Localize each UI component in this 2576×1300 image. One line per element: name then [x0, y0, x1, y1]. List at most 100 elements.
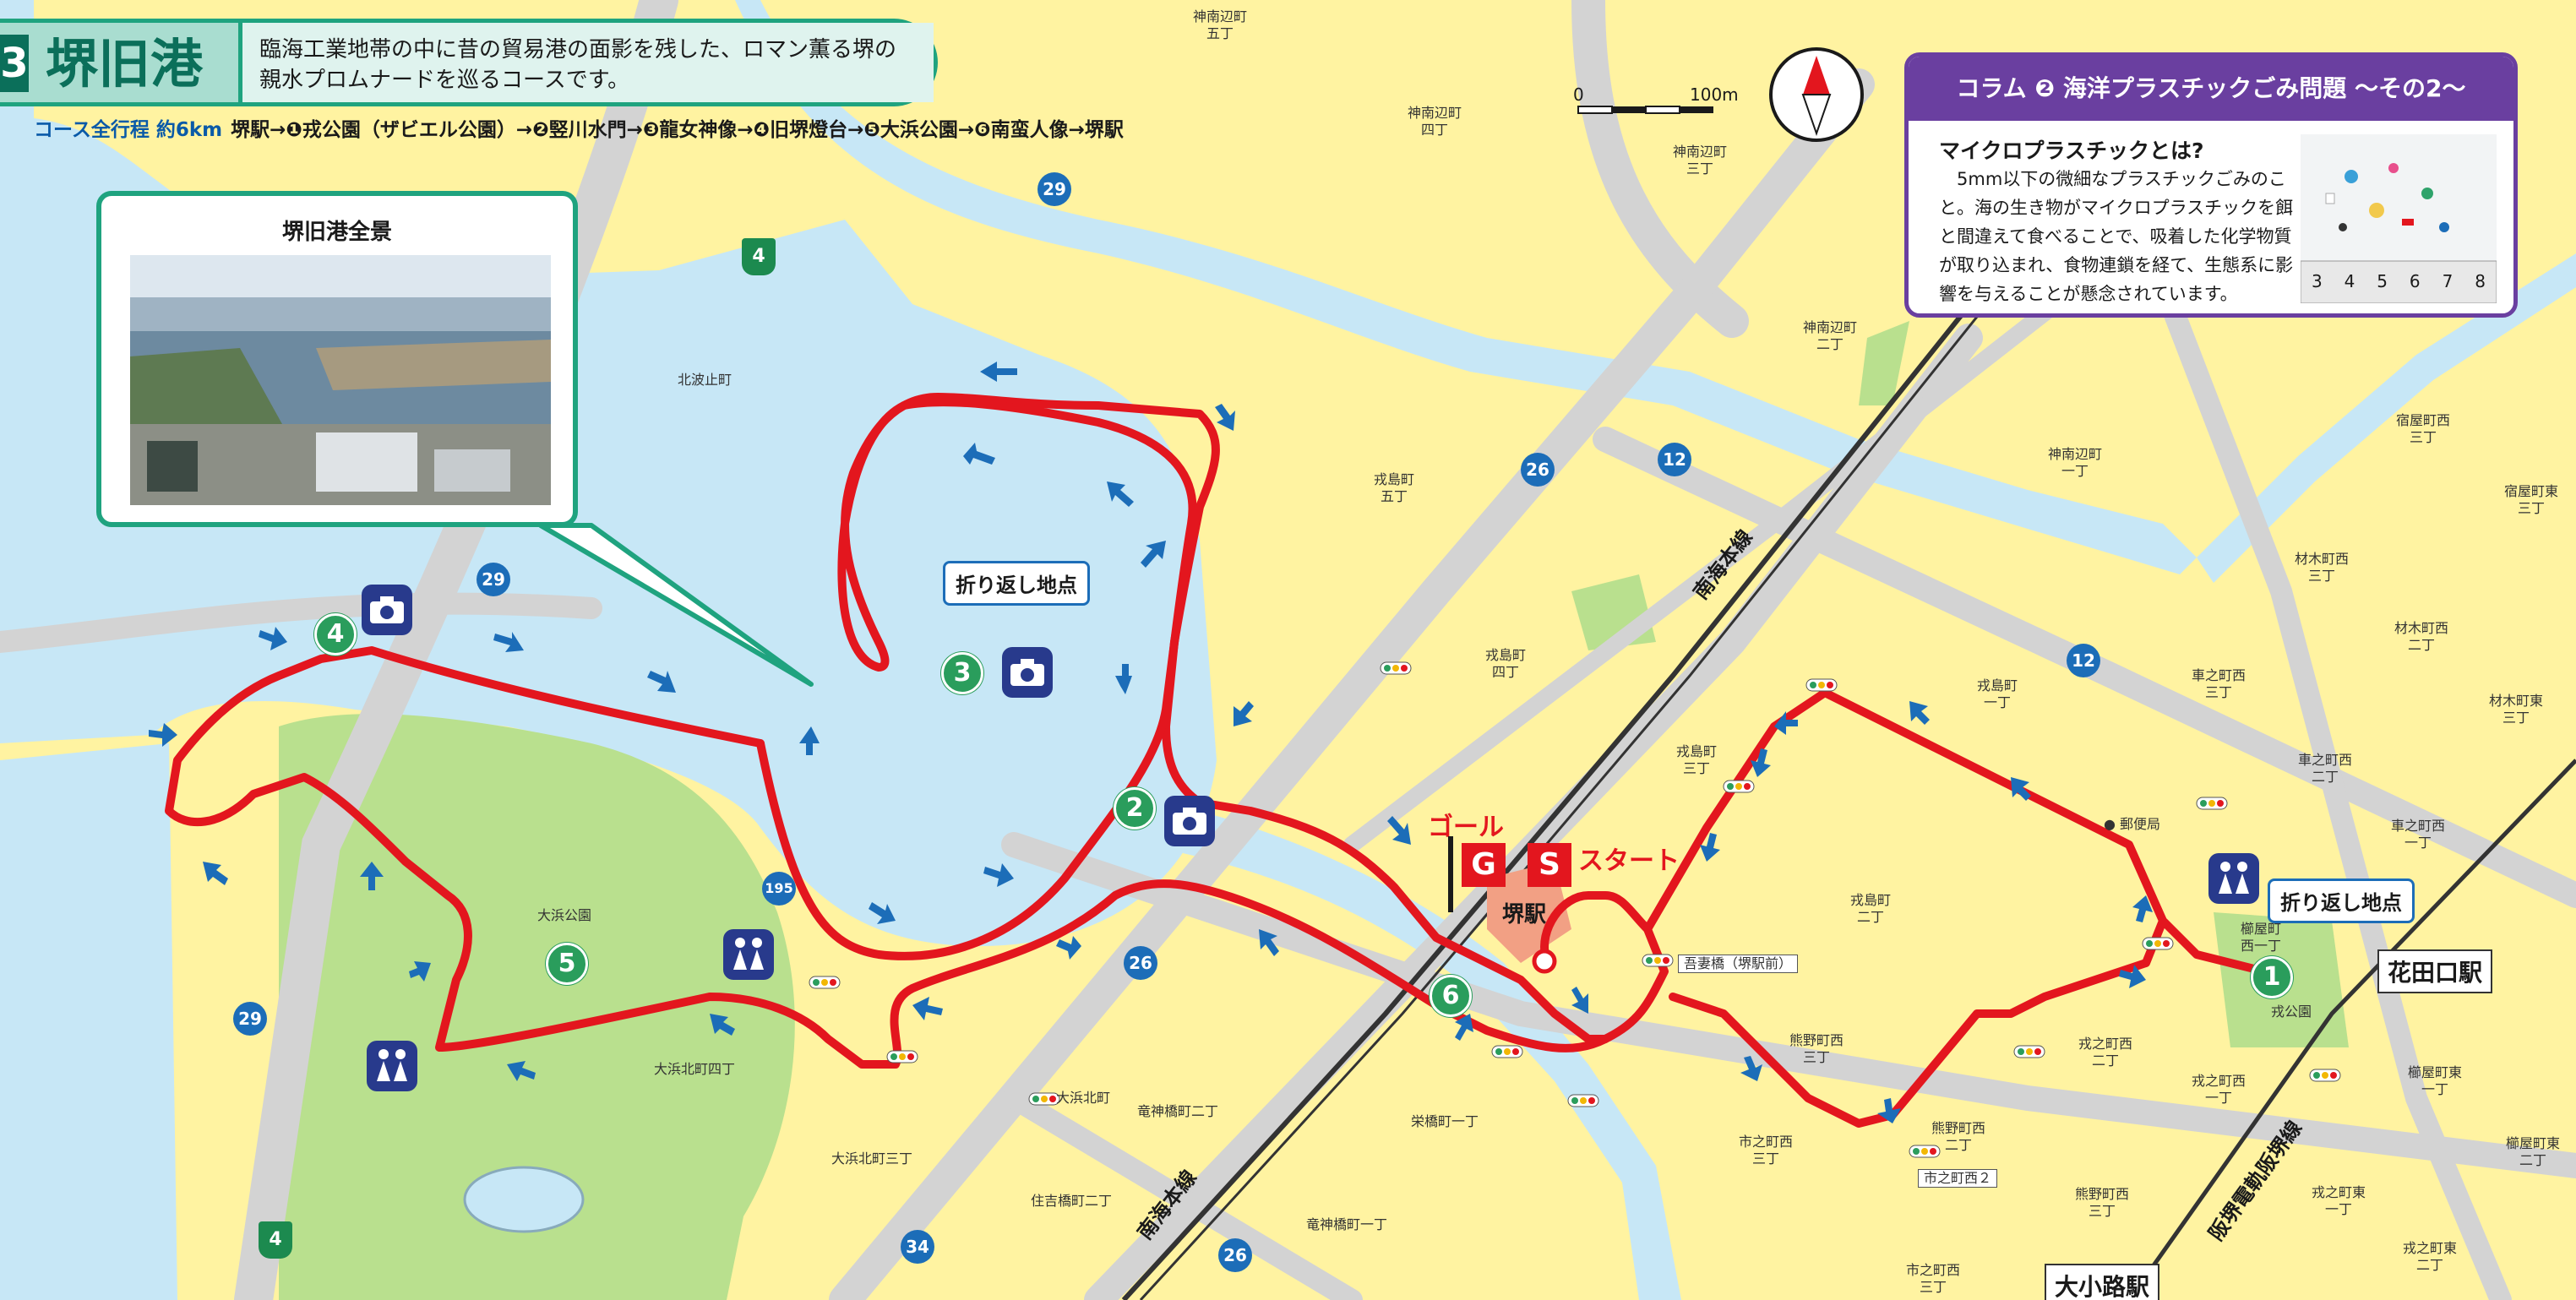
route-shield-29: 29 — [1037, 172, 1071, 206]
place-label: 車之町西 一丁 — [2391, 818, 2446, 851]
place-label: 市之町西 三丁 — [1739, 1134, 1794, 1167]
ichino-nishi-2-label: 市之町西２ — [1918, 1169, 1998, 1188]
ruler-label: 8 — [2475, 271, 2486, 291]
compass-icon — [1769, 47, 1864, 142]
ruler-scale: 3 4 5 6 7 8 — [2301, 271, 2497, 291]
column-body-text: 5mm以下の微細なプラスチックごみのこと。海の生き物がマイクロプラスチックを餌と… — [1939, 169, 2294, 304]
place-label: 大浜北町四丁 — [654, 1061, 736, 1077]
harbor-photo-card: 堺旧港全景 — [96, 191, 578, 527]
place-label: 神南辺町 三丁 — [1673, 144, 1728, 177]
route-shield-26: 26 — [1521, 453, 1555, 487]
spot-4-old-lighthouse: 4 — [314, 613, 357, 655]
scale-zero: 0 — [1573, 84, 1584, 105]
camera-icon — [362, 585, 412, 635]
route-shield-34: 34 — [901, 1230, 934, 1264]
microplastic-photo: 3 4 5 6 7 8 — [2300, 134, 2497, 304]
course-description: 臨海工業地帯の中に昔の貿易港の面影を残した、ロマン薫る堺の 親水プロムナードを巡… — [238, 23, 934, 102]
place-label: 大浜北町 — [1056, 1090, 1111, 1106]
route-shield-26: 26 — [1218, 1238, 1252, 1272]
place-label: 戎島町 一丁 — [1977, 677, 2018, 710]
place-label: 熊野町西 三丁 — [2075, 1186, 2130, 1219]
place-label: 熊野町西 三丁 — [1789, 1032, 1844, 1065]
place-label: 戎之町東 二丁 — [2403, 1240, 2458, 1273]
place-label: 車之町西 二丁 — [2298, 752, 2353, 785]
highway-shield-4: 4 — [259, 1221, 292, 1259]
oshoji-station-label: 大小路駅 — [2045, 1264, 2160, 1300]
place-label: 神南辺町 五丁 — [1193, 8, 1248, 41]
place-label: 神南辺町 二丁 — [1803, 319, 1858, 352]
small-park-2 — [1859, 321, 1909, 405]
hanadaguchi-station-label: 花田口駅 — [2377, 949, 2493, 993]
harbor-panorama-photo — [130, 255, 551, 505]
place-label: 宿屋町西 三丁 — [2396, 412, 2451, 445]
place-label: 熊野町西 二丁 — [1931, 1120, 1986, 1153]
turnaround-callout-harbor: 折り返し地点 — [943, 561, 1090, 606]
walking-route-harbor-loop — [756, 398, 1197, 960]
sakai-station-label: 堺駅 — [1502, 902, 1547, 927]
sakai-station-building — [1487, 862, 1571, 963]
place-label: 宿屋町東 三丁 — [2504, 483, 2559, 516]
outer-sea — [0, 743, 177, 1300]
place-label: 住吉橋町二丁 — [1031, 1193, 1113, 1209]
place-label: 材木町西 二丁 — [2394, 620, 2449, 653]
place-label: ● 郵便局 — [2104, 816, 2161, 832]
spot-1-ebisu-park: 1 — [2251, 956, 2293, 998]
place-label: 竜神橋町二丁 — [1137, 1103, 1219, 1119]
place-label: 櫛屋町東 二丁 — [2506, 1135, 2561, 1168]
place-label: 戎島町 三丁 — [1676, 743, 1718, 776]
spot-3-ryujo-statue: 3 — [941, 652, 983, 694]
goal-label: ゴール — [1428, 813, 1504, 842]
canal-east — [2197, 253, 2576, 583]
course-description-line2: 親水プロムナードを巡るコースです。 — [259, 68, 630, 93]
place-label: 車之町西 三丁 — [2192, 667, 2247, 700]
toilet-icon — [723, 929, 774, 980]
place-label: 市之町西 三丁 — [1906, 1262, 1961, 1295]
goal-flag-pole — [1448, 836, 1453, 912]
turnaround-callout-east: 折り返し地点 — [2268, 878, 2415, 923]
camera-icon — [1164, 796, 1215, 846]
toilet-icon — [367, 1041, 417, 1091]
scale-distance: 100m — [1690, 84, 1739, 105]
course-title-bar: 3 堺旧港 臨海工業地帯の中に昔の貿易港の面影を残した、ロマン薫る堺の 親水プロ… — [0, 19, 938, 106]
place-label: 北波止町 — [678, 372, 732, 388]
place-label: 櫛屋町東 一丁 — [2408, 1064, 2463, 1097]
place-label: 戎島町 四丁 — [1485, 647, 1527, 680]
ruler-label: 7 — [2442, 271, 2453, 291]
route-shield-26: 26 — [1124, 946, 1157, 980]
course-description-line1: 臨海工業地帯の中に昔の貿易港の面影を残した、ロマン薫る堺の — [259, 37, 897, 63]
spot-2-tategawa-gate: 2 — [1114, 787, 1156, 829]
walking-route-north — [837, 393, 1669, 1043]
route-shield-12: 12 — [1658, 443, 1691, 476]
route-shield-195: 195 — [762, 872, 796, 906]
column-box: コラム ❷ 海洋プラスチックごみ問題 ～その2～ マイクロプラスチックとは? 5… — [1904, 52, 2518, 318]
photo-card-title: 堺旧港全景 — [281, 220, 392, 245]
route-summary-text: 堺駅→❶戎公園（ザビエル公園）→❷竪川水門→❸龍女神像→❹旧堺燈台→❺大浜公園→… — [231, 119, 1124, 141]
place-label: 櫛屋町 西一丁 — [2241, 921, 2282, 954]
start-label: スタート — [1578, 846, 1680, 876]
walking-route-west — [165, 646, 1609, 1069]
place-label: 戎之町東 一丁 — [2312, 1184, 2366, 1217]
place-label: 戎島町 二丁 — [1850, 892, 1892, 925]
course-number: 3 — [0, 35, 29, 92]
ruler-label: 5 — [2377, 271, 2388, 291]
course-title: 堺旧港 — [46, 33, 204, 95]
place-label: 大浜公園 — [537, 907, 592, 923]
park-pond — [463, 1166, 585, 1233]
ruler-label: 4 — [2344, 271, 2355, 291]
highway-shield-4: 4 — [742, 238, 776, 275]
goal-marker: G — [1462, 843, 1506, 887]
place-label: 戎之町西 一丁 — [2192, 1073, 2247, 1106]
camera-icon — [1002, 647, 1053, 698]
place-label: 戎公園 — [2271, 1004, 2312, 1020]
traffic-signals — [809, 661, 2341, 1158]
scale-bar-graphic — [1577, 106, 1713, 114]
toilet-icon — [2208, 853, 2259, 904]
place-label: 大浜北町三丁 — [831, 1150, 913, 1167]
ruler-label: 6 — [2409, 271, 2421, 291]
place-label: 戎島町 五丁 — [1374, 471, 1415, 504]
route-shield-29: 29 — [477, 563, 510, 596]
place-label: 竜神橋町一丁 — [1306, 1216, 1388, 1232]
start-marker: S — [1528, 843, 1571, 887]
